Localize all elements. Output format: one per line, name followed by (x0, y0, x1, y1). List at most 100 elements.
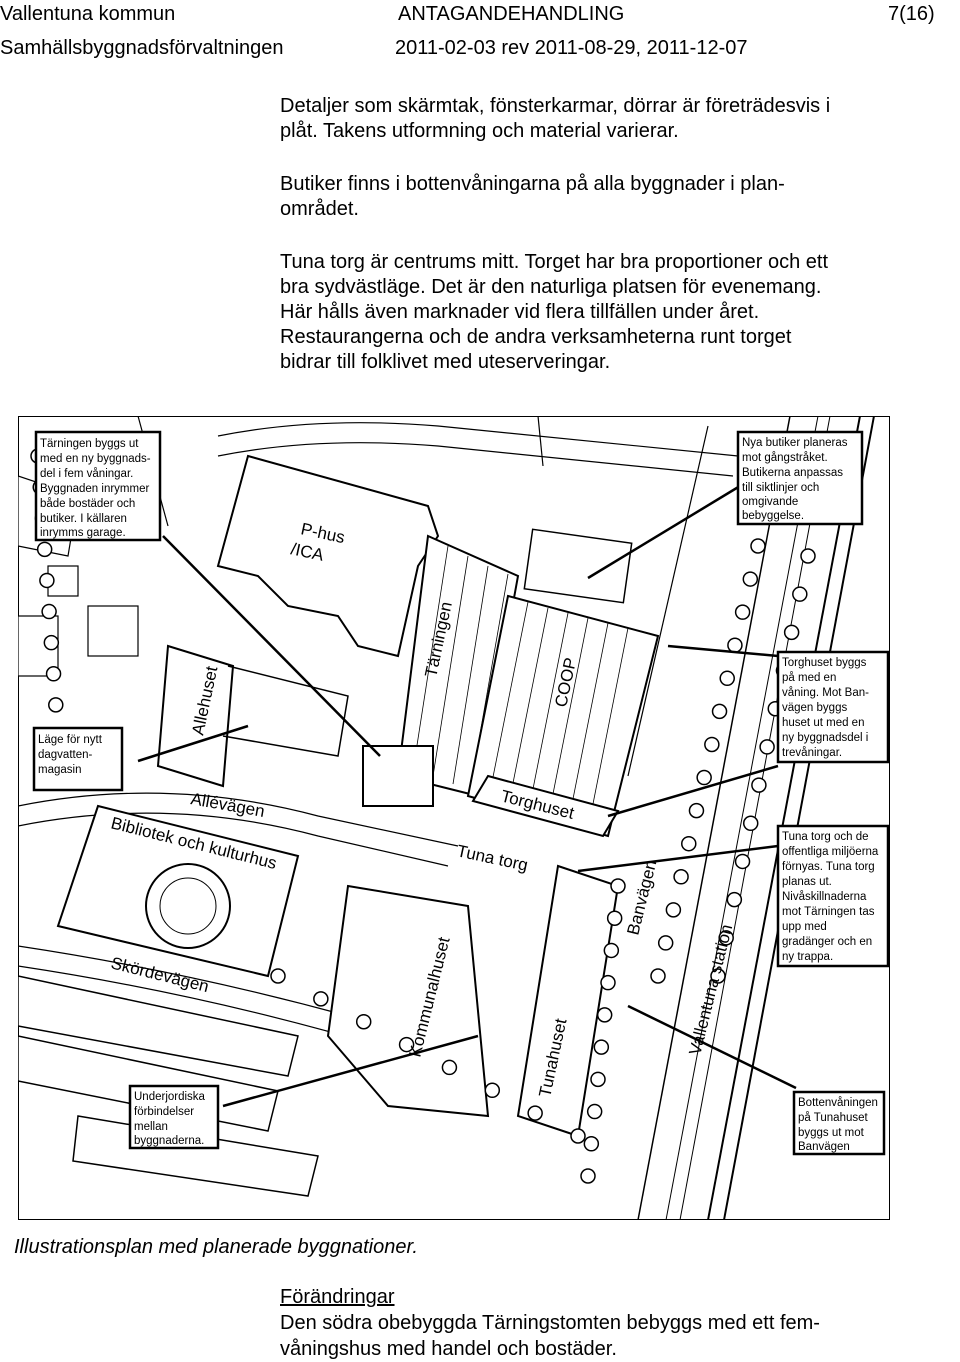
svg-text:byggnaderna.: byggnaderna. (134, 1135, 204, 1147)
tree-icon (606, 910, 623, 926)
tree-icon (590, 1071, 606, 1088)
tree-icon (750, 538, 766, 554)
paragraph-details: Detaljer som skärmtak, fönsterkarmar, dö… (280, 94, 930, 144)
tree-icon (673, 869, 689, 885)
callout-tarningen: Tärningen byggs ut med en ny byggnads- d… (34, 430, 162, 542)
svg-text:Banvägen: Banvägen (798, 1141, 850, 1153)
svg-text:med en ny byggnads-: med en ny byggnads- (40, 453, 151, 465)
tree-icon (742, 571, 759, 587)
kommunalhuset-building (326, 884, 490, 1118)
callout-new-shops: Nya butiker planeras mot gångstråket. Bu… (736, 430, 864, 526)
tree-icon (734, 604, 751, 620)
tree-icon (726, 891, 743, 908)
page-number: 7(16) (888, 3, 935, 25)
changes-section: Förändringar Den södra obebyggda Tärning… (280, 1284, 940, 1362)
municipality-name: Vallentuna kommun (0, 3, 176, 25)
tree-icon (484, 1082, 501, 1099)
tree-icon (704, 736, 720, 753)
svg-text:Bottenvåningen: Bottenvåningen (798, 1097, 878, 1109)
paragraph-shops: Butiker finns i bottenvåningarna på alla… (280, 172, 930, 222)
svg-text:våning. Mot Ban-: våning. Mot Ban- (782, 687, 869, 699)
svg-text:dagvatten-: dagvatten- (38, 749, 93, 761)
callout-leader-lines (137, 484, 797, 1108)
tree-icon (711, 703, 728, 720)
svg-text:trevåningar.: trevåningar. (782, 747, 842, 759)
tree-icon (681, 835, 697, 852)
svg-text:Tärningen byggs ut: Tärningen byggs ut (40, 438, 139, 450)
text-line: området. (280, 198, 359, 220)
tree-icon (596, 1007, 613, 1023)
tree-icon (270, 968, 286, 984)
svg-text:vägen byggs: vägen byggs (782, 702, 847, 714)
svg-text:del i fem våningar.: del i fem våningar. (40, 468, 133, 480)
tree-icon (570, 1128, 586, 1144)
svg-text:på med en: på med en (782, 672, 836, 684)
svg-text:Butikerna anpassas: Butikerna anpassas (742, 467, 843, 479)
text-line: Tuna torg är centrums mitt. Torget har b… (280, 251, 829, 273)
callout-water-storage: Läge för nytt dagvatten- magasin (32, 726, 124, 792)
svg-text:Tuna torg och de: Tuna torg och de (782, 831, 869, 843)
callout-tuna-torg: Tuna torg och de offentliga miljöerna fö… (776, 824, 890, 968)
document-dates: 2011-02-03 rev 2011-08-29, 2011-12-07 (395, 37, 748, 59)
tree-icon (610, 878, 626, 894)
tree-icon (441, 1059, 458, 1076)
svg-text:inrymms garage.: inrymms garage. (40, 527, 126, 539)
tree-icon (527, 1105, 543, 1121)
tree-icon (603, 942, 620, 959)
text-line: Den södra obebyggda Tärningstomten bebyg… (280, 1312, 820, 1334)
tree-icon (734, 853, 751, 870)
svg-text:till siktlinjer och: till siktlinjer och (742, 482, 819, 494)
text-line: Restaurangerna och de andra verksamheter… (280, 326, 792, 348)
svg-text:Nya butiker planeras: Nya butiker planeras (742, 437, 848, 449)
department-name: Samhällsbyggnadsförvaltningen (0, 37, 284, 59)
tree-icon (710, 968, 726, 984)
torghuset-building (471, 774, 620, 838)
coop-building (466, 594, 660, 838)
svg-text:magasin: magasin (38, 764, 81, 776)
svg-text:mellan: mellan (134, 1121, 168, 1133)
roads (18, 416, 739, 1057)
svg-text:på Tunahuset: på Tunahuset (798, 1112, 869, 1124)
svg-text:både bostäder och: både bostäder och (40, 498, 135, 510)
tree-icon (792, 586, 808, 602)
tree-icon (759, 739, 775, 755)
svg-text:mot Tärningen tas: mot Tärningen tas (782, 906, 875, 918)
tree-icon (398, 1036, 415, 1053)
document-type: ANTAGANDEHANDLING (398, 3, 625, 25)
tree-icon (41, 603, 57, 620)
svg-text:ny trappa.: ny trappa. (782, 951, 833, 963)
callout-torghuset: Torghuset byggs på med en våning. Mot Ba… (776, 650, 890, 764)
svg-text:bebyggelse.: bebyggelse. (742, 510, 804, 522)
tree-icon (783, 624, 800, 641)
tree-icon (718, 930, 734, 946)
allehuset-building (156, 644, 235, 788)
svg-text:förnyas. Tuna torg: förnyas. Tuna torg (782, 861, 875, 873)
svg-text:upp med: upp med (782, 921, 827, 933)
svg-text:förbindelser: förbindelser (134, 1106, 194, 1118)
text-line: Detaljer som skärmtak, fönsterkarmar, dö… (280, 95, 831, 117)
tree-icon (719, 670, 735, 687)
tree-icon (36, 541, 53, 558)
changes-heading: Förändringar (280, 1286, 395, 1308)
tree-icon (665, 902, 682, 918)
text-line: Här hålls även marknader vid flera tillf… (280, 301, 760, 323)
tree-icon (586, 1103, 603, 1120)
svg-text:omgivande: omgivande (742, 496, 798, 508)
svg-text:ny byggnadsdel i: ny byggnadsdel i (782, 732, 868, 744)
tree-icon (688, 802, 705, 819)
text-line: plåt. Takens utformning och material var… (280, 120, 679, 142)
tree-icon (48, 697, 64, 713)
tree-icon (45, 666, 62, 682)
tree-icon (593, 1039, 610, 1055)
svg-text:Underjordiska: Underjordiska (134, 1091, 206, 1103)
illustration-plan-map: P-hus /ICA Tärningen COOP Allehuset Torg… (18, 416, 890, 1220)
svg-text:huset ut med en: huset ut med en (782, 717, 864, 729)
tree-icon (39, 572, 55, 589)
text-line: Butiker finns i bottenvåningarna på alla… (280, 173, 785, 195)
text-line: våningshus med handel och bostäder. (280, 1338, 617, 1360)
callout-tunahuset: Bottenvåningen på Tunahuset byggs ut mot… (792, 1090, 886, 1156)
svg-text:byggs ut mot: byggs ut mot (798, 1127, 865, 1139)
svg-text:gradänger och en: gradänger och en (782, 936, 872, 948)
tree-icon (43, 634, 60, 651)
svg-text:butiker. I källaren: butiker. I källaren (40, 513, 127, 525)
